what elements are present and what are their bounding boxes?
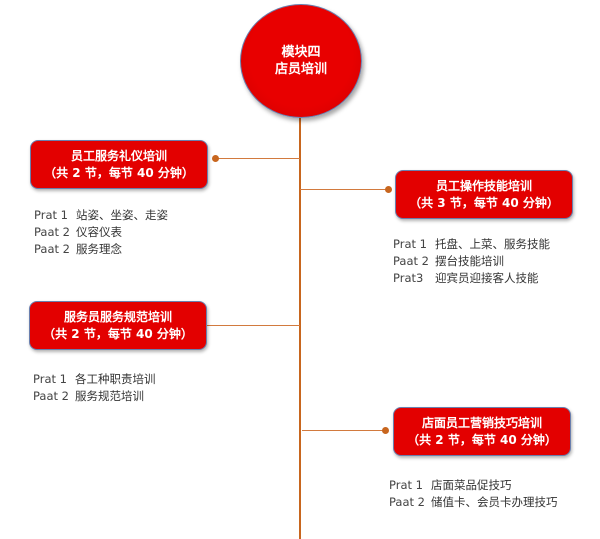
item-label: Paat 2 <box>393 254 429 268</box>
module-box-service-standards: 服务员服务规范培训 （共 2 节，每节 40 分钟） <box>29 301 207 350</box>
list-item: Paat 2 服务理念 <box>34 241 168 258</box>
module-box-service-etiquette: 员工服务礼仪培训 （共 2 节，每节 40 分钟） <box>30 140 208 189</box>
item-label: Paat 2 <box>34 242 70 256</box>
item-text: 服务理念 <box>76 242 122 256</box>
item-text: 各工种职责培训 <box>75 372 156 386</box>
list-item: Paat 2 仪容仪表 <box>34 224 168 241</box>
item-text: 摆台技能培训 <box>435 254 504 268</box>
module-subtitle: （共 2 节，每节 40 分钟） <box>407 432 557 447</box>
center-node: 模块四 店员培训 <box>240 4 362 118</box>
item-label: Prat 1 <box>389 478 423 492</box>
module-subtitle: （共 2 节，每节 40 分钟） <box>43 326 193 341</box>
center-title: 模块四 <box>281 45 321 60</box>
module-subtitle: （共 2 节，每节 40 分钟） <box>44 165 194 180</box>
list-item: Paat 2 服务规范培训 <box>33 388 156 405</box>
item-label: Prat 1 <box>34 208 68 222</box>
item-label: Paat 2 <box>33 389 69 403</box>
item-label: Prat 1 <box>33 372 67 386</box>
module-title: 员工服务礼仪培训 <box>70 148 167 163</box>
connector-dot <box>382 427 389 434</box>
module-item-list: Prat 1 店面菜品促技巧 Paat 2 储值卡、会员卡办理技巧 <box>389 477 558 511</box>
item-text: 储值卡、会员卡办理技巧 <box>431 495 558 509</box>
list-item: Paat 2 摆台技能培训 <box>393 253 550 270</box>
timeline-spine <box>299 110 301 539</box>
item-label: Prat3 <box>393 271 424 285</box>
connector-line <box>302 430 386 431</box>
module-subtitle: （共 3 节，每节 40 分钟） <box>409 195 559 210</box>
list-item: Prat 1 店面菜品促技巧 <box>389 477 558 494</box>
module-item-list: Prat 1 各工种职责培训 Paat 2 服务规范培训 <box>33 371 156 405</box>
module-title: 员工操作技能培训 <box>435 178 532 193</box>
item-text: 仪容仪表 <box>76 225 122 239</box>
list-item: Prat3 迎宾员迎接客人技能 <box>393 270 550 287</box>
connector-line <box>300 189 388 190</box>
item-text: 店面菜品促技巧 <box>431 478 512 492</box>
item-label: Paat 2 <box>34 225 70 239</box>
list-item: Paat 2 储值卡、会员卡办理技巧 <box>389 494 558 511</box>
connector-dot <box>212 155 219 162</box>
item-text: 托盘、上菜、服务技能 <box>435 237 550 251</box>
connector-line <box>216 158 300 159</box>
item-text: 站姿、坐姿、走姿 <box>76 208 168 222</box>
item-text: 服务规范培训 <box>75 389 144 403</box>
connector-dot <box>385 186 392 193</box>
module-box-operation-skills: 员工操作技能培训 （共 3 节，每节 40 分钟） <box>395 170 573 219</box>
list-item: Prat 1 各工种职责培训 <box>33 371 156 388</box>
connector-line <box>186 325 300 326</box>
list-item: Prat 1 站姿、坐姿、走姿 <box>34 207 168 224</box>
module-item-list: Prat 1 托盘、上菜、服务技能 Paat 2 摆台技能培训 Prat3 迎宾员迎接… <box>393 236 550 287</box>
module-title: 店面员工营销技巧培训 <box>421 415 542 430</box>
item-text: 迎宾员迎接客人技能 <box>435 271 539 285</box>
center-subtitle: 店员培训 <box>274 62 327 77</box>
item-label: Paat 2 <box>389 495 425 509</box>
list-item: Prat 1 托盘、上菜、服务技能 <box>393 236 550 253</box>
item-label: Prat 1 <box>393 237 427 251</box>
module-title: 服务员服务规范培训 <box>63 309 172 324</box>
module-item-list: Prat 1 站姿、坐姿、走姿 Paat 2 仪容仪表 Paat 2 服务理念 <box>34 207 168 258</box>
module-box-sales-skills: 店面员工营销技巧培训 （共 2 节，每节 40 分钟） <box>393 407 571 456</box>
